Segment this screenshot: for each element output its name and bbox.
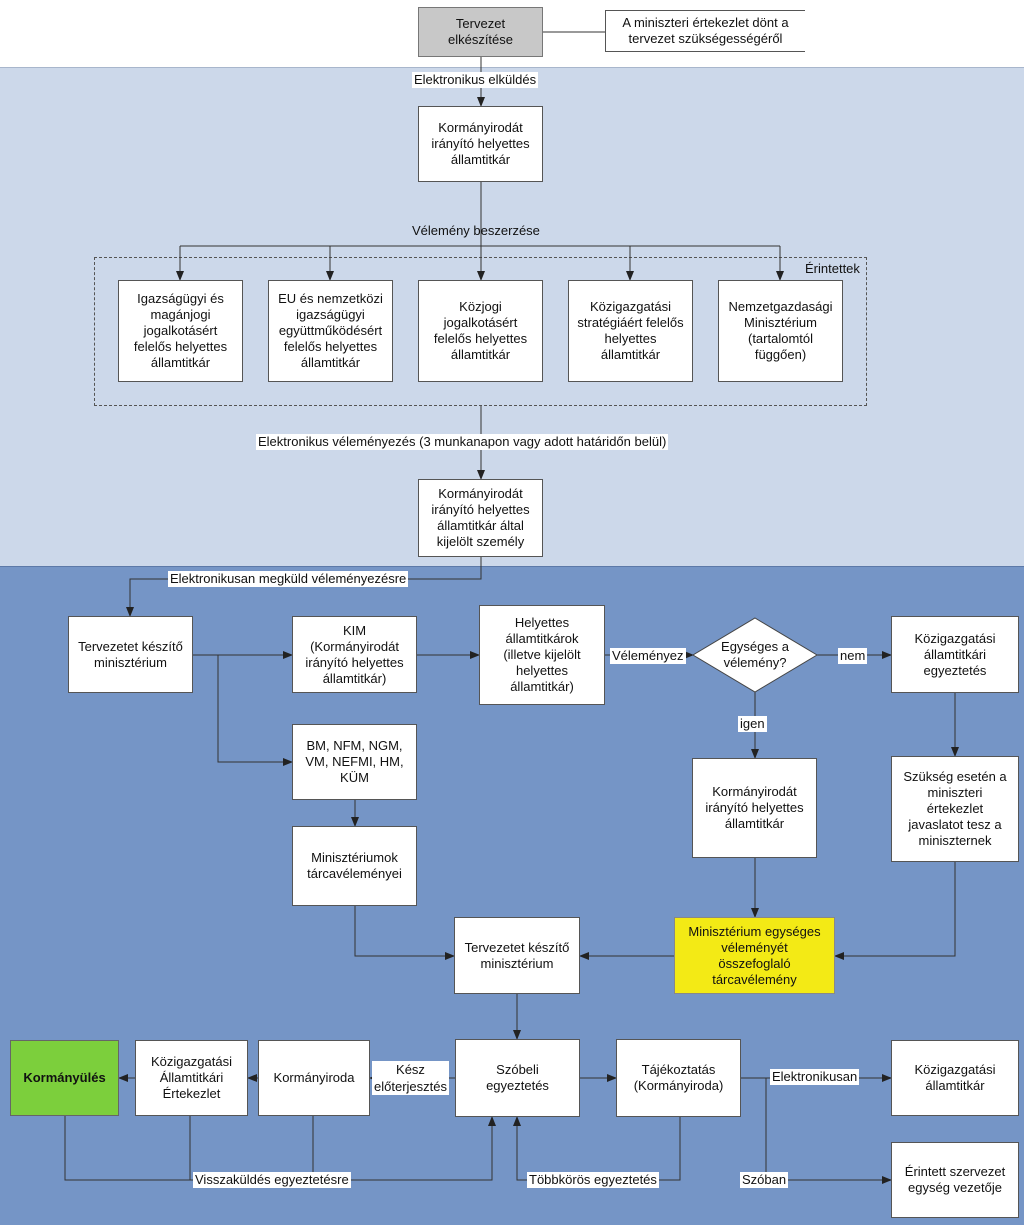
designated-person: Kormányirodát irányító helyettes államti… (418, 479, 543, 557)
label-reviews: Véleményez (610, 648, 686, 664)
decision-text: Egységes a vélemény? (721, 639, 789, 670)
affected-group-label: Érintettek (805, 261, 860, 276)
decision-diamond (692, 617, 818, 693)
label-send-back: Visszaküldés egyeztetésre (193, 1172, 351, 1188)
ministries-list: BM, NFM, NGM, VM, NEFMI, HM, KÜM (292, 724, 417, 800)
government-office: Kormányiroda (258, 1040, 370, 1116)
affected-box-4: Közigazgatási stratégiáért felelős helye… (568, 280, 693, 382)
pub-admin-secretary: Közigazgatási államtitkár (891, 1040, 1019, 1116)
label-electronic-send: Elektronikus elküldés (412, 72, 539, 88)
label-send-for-review: Elektronikusan megküld véleményezésre (168, 571, 409, 587)
minister-proposal: Szükség esetén a miniszteri értekezlet j… (891, 756, 1019, 862)
draft-preparation: Tervezet elkészítése (418, 7, 543, 57)
deputy-secretaries: Helyettes államtitkárok (illetve kijelöl… (479, 605, 605, 705)
label-multi-round: Többkörös egyeztetés (527, 1172, 659, 1188)
drafting-ministry-2: Tervezetet készítő minisztérium (454, 917, 580, 994)
state-secretary-meeting: Közigazgatási Államtitkári Értekezlet (135, 1040, 248, 1116)
label-yes: igen (738, 716, 767, 732)
information-box: Tájékoztatás (Kormányiroda) (616, 1039, 741, 1117)
affected-unit-head: Érintett szervezet egység vezetője (891, 1142, 1019, 1218)
affected-box-2: EU és nemzetközi igazságügyi együttműköd… (268, 280, 393, 382)
kim-deputy-secretary-2: Kormányirodát irányító helyettes államti… (692, 758, 817, 858)
affected-box-3: Közjogi jogalkotásért felelős helyettes … (418, 280, 543, 382)
label-orally: Szóban (740, 1172, 789, 1188)
drafting-ministry-1: Tervezetet készítő minisztérium (68, 616, 193, 693)
kim-deputy-secretary-1: Kormányirodát irányító helyettes államti… (418, 106, 543, 182)
unified-ministry-opinion: Minisztérium egységes véleményét összefo… (674, 917, 835, 994)
label-no: nem (838, 648, 868, 664)
label-ready-proposal: Kész előterjesztés (372, 1061, 449, 1095)
affected-box-5: Nemzetgazdasági Minisztérium (tartalomtó… (718, 280, 843, 382)
label-electronically: Elektronikusan (770, 1069, 860, 1085)
kim-box: KIM (Kormányirodát irányító helyettes ál… (292, 616, 417, 693)
label-opinion-gathering: Vélemény beszerzése (412, 223, 540, 238)
pub-admin-reconciliation: Közigazgatási államtitkári egyeztetés (891, 616, 1019, 693)
draft-note: A miniszteri értekezlet dönt a tervezet … (605, 10, 805, 52)
oral-reconciliation: Szóbeli egyeztetés (455, 1039, 580, 1117)
affected-box-1: Igazságügyi és magánjogi jogalkotásért f… (118, 280, 243, 382)
label-electronic-review: Elektronikus véleményezés (3 munkanapon … (256, 434, 669, 450)
government-meeting: Kormányülés (10, 1040, 119, 1116)
ministry-opinions: Minisztériumok tárcavéleményei (292, 826, 417, 906)
